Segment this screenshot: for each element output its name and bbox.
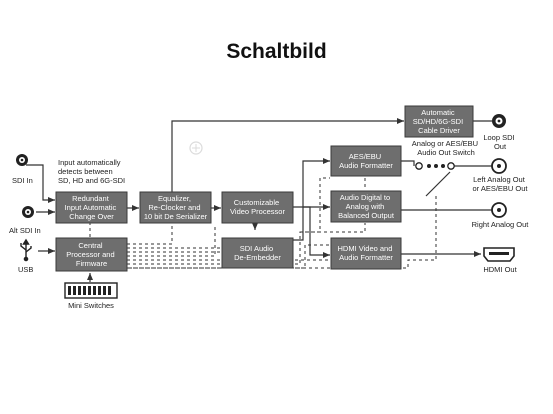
analog-converter-block: Audio Digital to Analog with Balanced Ou… <box>330 190 402 223</box>
equalizer-line-1: Equalizer, <box>158 194 191 203</box>
video-processor-block: Customizable Video Processor <box>221 191 294 224</box>
cable-driver-line-1: Automatic <box>421 108 455 117</box>
aes-line-2: Audio Formatter <box>339 161 393 170</box>
redundant-line-1: Redundant <box>72 194 110 203</box>
sdi-in-connector-icon <box>16 154 28 166</box>
left-analog-out-label: Left Analog Out or AES/EBU Out <box>472 175 528 193</box>
video-processor-line-2: Video Processor <box>230 207 285 216</box>
cable-driver-line-2: SD/HD/6G-SDI <box>413 117 463 126</box>
aes-line-1: AES/EBU <box>349 152 382 161</box>
audio-switch-label: Analog or AES/EBU Audio Out Switch <box>412 139 480 157</box>
usb-icon <box>20 238 32 262</box>
mini-switches-icon <box>64 282 118 299</box>
hdmi-out-label: HDMI Out <box>483 265 517 274</box>
svg-text:Equalizer, Re-Clocker an: Equalizer, Re-Clocker and 10 bit De Seri… <box>144 194 208 221</box>
svg-text:HDMI Video and Audio For: HDMI Video and Audio Formatter <box>338 244 395 262</box>
deembedder-line-1: SDI Audio <box>240 244 273 253</box>
hdmi-formatter-block: HDMI Video and Audio Formatter <box>330 237 402 270</box>
central-line-1: Central <box>78 241 103 250</box>
analog-line-2: Analog with <box>346 202 385 211</box>
mini-switches-label: Mini Switches <box>68 301 114 310</box>
redundant-input-block: Redundant Input Automatic Change Over <box>55 191 128 224</box>
equalizer-line-2: Re-Clocker and <box>148 203 200 212</box>
deembedder-line-2: De-Embedder <box>234 253 281 262</box>
svg-text:Redundant Input Automati: Redundant Input Automatic Change Over <box>65 194 119 221</box>
right-analog-out-label: Right Analog Out <box>472 220 530 229</box>
analog-line-1: Audio Digital to <box>340 193 390 202</box>
central-processor-block: Central Processor and Firmware <box>55 237 128 272</box>
svg-text:Central Processor and: Central Processor and Firmware <box>66 241 116 268</box>
page-title: Schaltbild <box>226 40 327 63</box>
left-analog-out-connector-icon <box>491 158 507 174</box>
hdmi-out-connector-icon <box>483 247 515 262</box>
svg-text:Audio Digital to Analog: Audio Digital to Analog with Balanced Ou… <box>338 193 395 220</box>
redundant-line-2: Input Automatic <box>65 203 117 212</box>
deembedder-block: SDI Audio De-Embedder <box>221 237 294 269</box>
video-processor-line-1: Customizable <box>234 198 279 207</box>
hdmi-formatter-line-1: HDMI Video and <box>338 244 393 253</box>
cable-driver-line-3: Cable Driver <box>418 126 460 135</box>
svg-text:AES/EBU Audio Formatter: AES/EBU Audio Formatter <box>339 152 393 170</box>
analog-line-3: Balanced Output <box>338 211 395 220</box>
central-line-2: Processor and <box>66 250 114 259</box>
svg-text:Automatic SD/HD/6G-SDI: Automatic SD/HD/6G-SDI Cable Driver <box>413 108 466 135</box>
equalizer-block: Equalizer, Re-Clocker and 10 bit De Seri… <box>139 191 212 224</box>
loop-sdi-out-connector-icon <box>492 114 506 128</box>
audio-out-switch-icon <box>415 162 455 170</box>
usb-label: USB <box>18 265 33 274</box>
alt-sdi-in-connector-icon <box>22 206 34 218</box>
central-line-3: Firmware <box>76 259 107 268</box>
svg-text:Customizable Video Proce: Customizable Video Processor <box>230 198 285 216</box>
alt-sdi-in-label: Alt SDI In <box>9 226 41 235</box>
cable-driver-block: Automatic SD/HD/6G-SDI Cable Driver <box>404 105 474 138</box>
loop-sdi-out-label: Loop SDI Out <box>483 133 516 151</box>
aes-formatter-block: AES/EBU Audio Formatter <box>330 145 402 177</box>
svg-text:SDI Audio De-Embedder: SDI Audio De-Embedder <box>234 244 281 262</box>
redundant-line-3: Change Over <box>69 212 114 221</box>
hdmi-formatter-line-2: Audio Formatter <box>339 253 393 262</box>
right-analog-out-connector-icon <box>491 202 507 218</box>
watermark-logo-icon <box>189 141 203 155</box>
auto-detect-note: Input automatically detects between SD, … <box>58 158 125 185</box>
signal-lines <box>26 118 492 282</box>
equalizer-line-3: 10 bit De Serializer <box>144 212 208 221</box>
sdi-in-label: SDI In <box>12 176 33 185</box>
